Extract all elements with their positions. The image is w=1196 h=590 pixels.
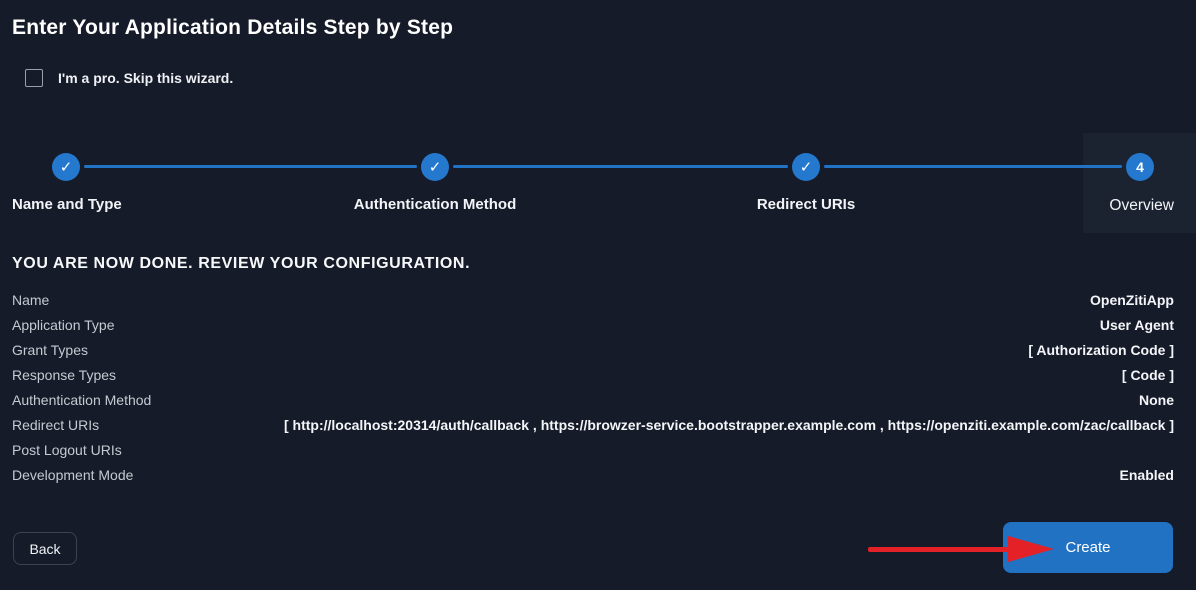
skip-wizard-checkbox[interactable] [25, 69, 43, 87]
step-3-check-icon[interactable]: ✓ [792, 153, 820, 181]
row-value: None [1139, 391, 1174, 408]
row-label: Development Mode [12, 466, 134, 483]
review-row-authentication-method: Authentication Method None [12, 387, 1174, 412]
review-row-post-logout-uris: Post Logout URIs [12, 437, 1174, 462]
row-label: Redirect URIs [12, 416, 100, 433]
row-value: [ http://localhost:20314/auth/callback ,… [283, 416, 1174, 433]
stepper-connector [84, 165, 417, 168]
red-arrow-icon [1008, 536, 1054, 562]
stepper-connector [824, 165, 1122, 168]
review-row-application-type: Application Type User Agent [12, 312, 1174, 337]
step-label-overview: Overview [1109, 197, 1174, 214]
review-row-response-types: Response Types [ Code ] [12, 362, 1174, 387]
row-label: Authentication Method [12, 391, 152, 408]
stepper-connector [453, 165, 788, 168]
row-value: [ Code ] [1121, 366, 1174, 383]
row-value: [ Authorization Code ] [1028, 341, 1174, 358]
step-label-authentication-method: Authentication Method [353, 196, 517, 213]
step-4-number-badge[interactable]: 4 [1126, 153, 1154, 181]
skip-wizard-row: I'm a pro. Skip this wizard. [25, 69, 233, 87]
current-step-highlight [1083, 133, 1196, 233]
page-title: Enter Your Application Details Step by S… [12, 16, 454, 39]
row-label: Name [12, 291, 50, 308]
step-1-check-icon[interactable]: ✓ [52, 153, 80, 181]
row-value: Enabled [1119, 466, 1174, 483]
step-label-redirect-uris: Redirect URIs [756, 196, 856, 213]
row-label: Response Types [12, 366, 117, 383]
step-2-check-icon[interactable]: ✓ [421, 153, 449, 181]
row-value: User Agent [1099, 316, 1174, 333]
red-arrow-shaft [868, 547, 1010, 552]
skip-wizard-label: I'm a pro. Skip this wizard. [58, 70, 234, 86]
row-label: Grant Types [12, 341, 89, 358]
review-row-grant-types: Grant Types [ Authorization Code ] [12, 337, 1174, 362]
row-label: Application Type [12, 316, 115, 333]
review-rows: Name OpenZitiApp Application Type User A… [12, 287, 1174, 487]
row-label: Post Logout URIs [12, 441, 122, 458]
review-row-redirect-uris: Redirect URIs [ http://localhost:20314/a… [12, 412, 1174, 437]
review-row-name: Name OpenZitiApp [12, 287, 1174, 312]
row-value: OpenZitiApp [1090, 291, 1174, 308]
step-label-name-and-type: Name and Type [12, 196, 122, 213]
review-heading: YOU ARE NOW DONE. REVIEW YOUR CONFIGURAT… [12, 255, 471, 272]
back-button[interactable]: Back [13, 532, 77, 565]
review-row-development-mode: Development Mode Enabled [12, 462, 1174, 487]
